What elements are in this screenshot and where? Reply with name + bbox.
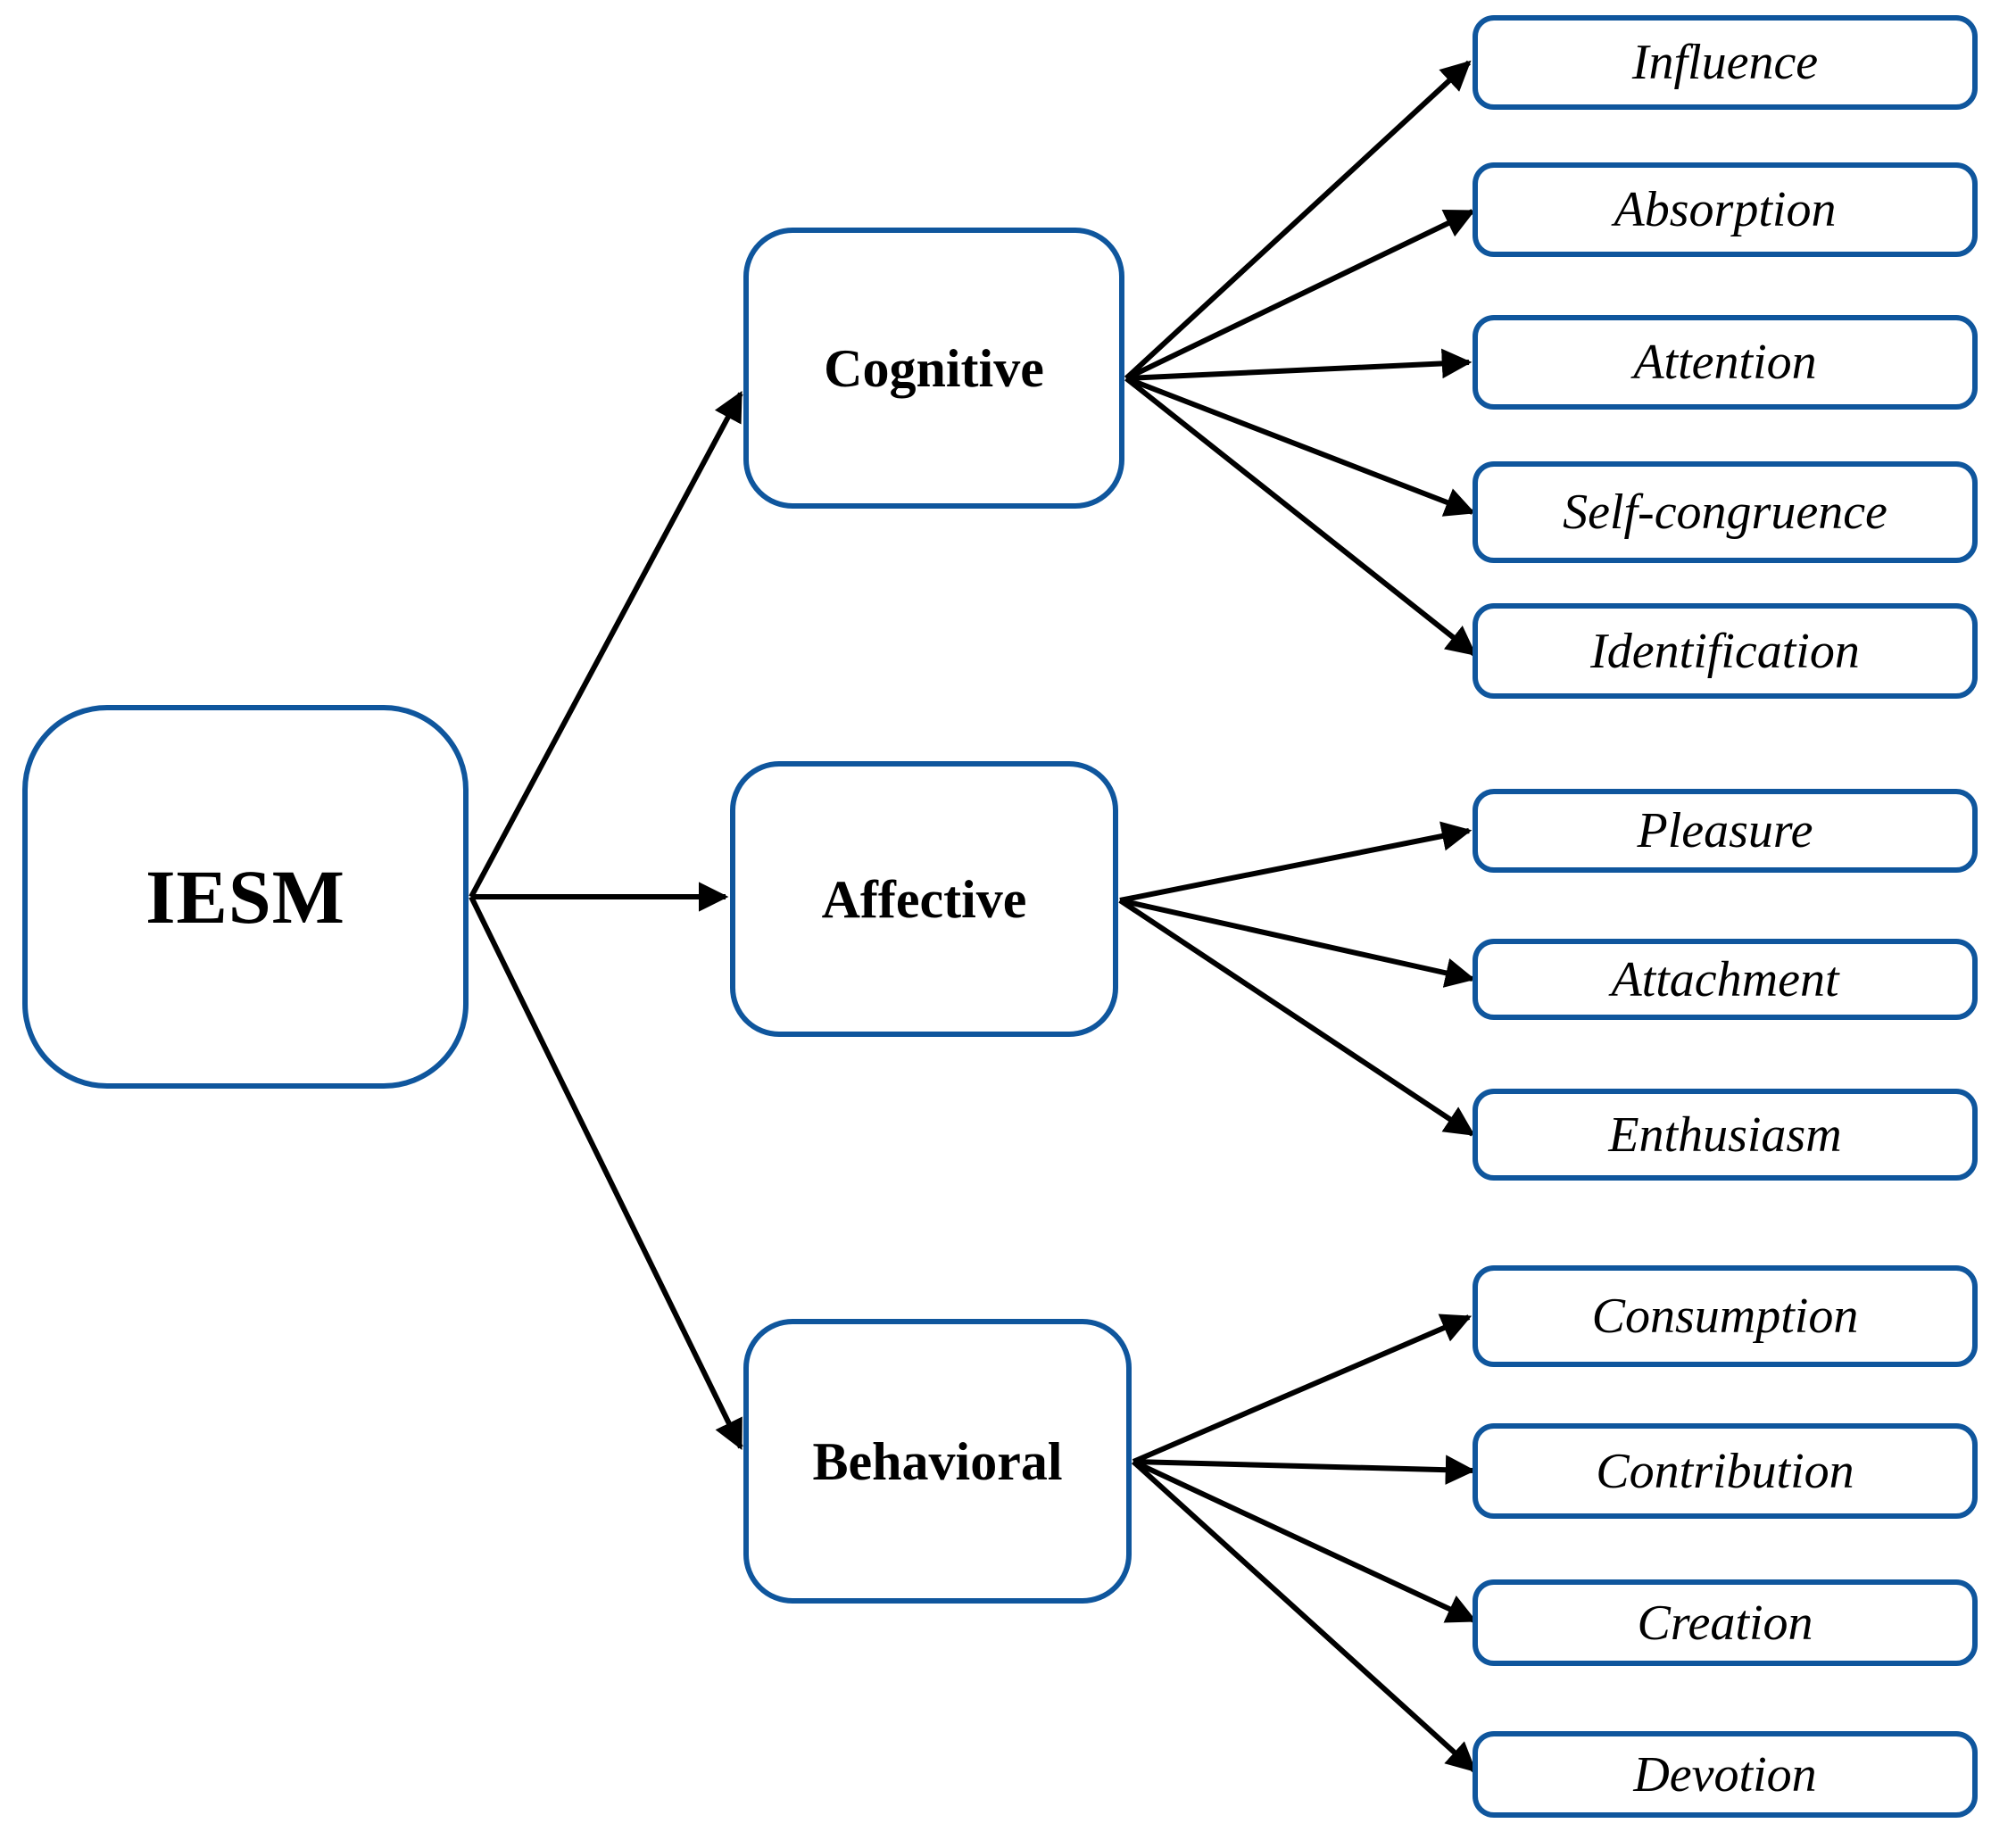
node-attachment: Attachment xyxy=(1473,939,1978,1020)
node-behavioral: Behavioral xyxy=(743,1319,1132,1604)
arrow-cognitive-influence xyxy=(1124,60,1472,381)
arrow-cognitive-self-congruence xyxy=(1124,376,1476,517)
node-cognitive: Cognitive xyxy=(743,228,1124,509)
arrow-iesm-cognitive xyxy=(469,391,743,899)
node-absorption: Absorption xyxy=(1473,162,1978,257)
arrow-behavioral-contribution xyxy=(1132,1455,1476,1485)
node-self-congruence: Self-congruence xyxy=(1473,461,1978,563)
arrow-affective-attachment xyxy=(1119,898,1476,988)
node-influence: Influence xyxy=(1473,15,1978,110)
arrow-iesm-behavioral xyxy=(469,895,743,1451)
node-affective: Affective xyxy=(730,761,1118,1037)
node-consumption: Consumption xyxy=(1473,1265,1978,1367)
arrow-behavioral-creation xyxy=(1132,1459,1478,1623)
arrow-behavioral-devotion xyxy=(1131,1459,1477,1773)
arrow-affective-enthusiasm xyxy=(1118,898,1475,1137)
arrow-cognitive-identification xyxy=(1124,376,1477,657)
arrow-affective-pleasure xyxy=(1119,821,1473,903)
node-devotion: Devotion xyxy=(1473,1731,1978,1818)
arrow-cognitive-absorption xyxy=(1124,209,1476,381)
node-creation: Creation xyxy=(1473,1579,1978,1666)
node-attention: Attention xyxy=(1473,315,1978,410)
node-identification: Identification xyxy=(1473,603,1978,699)
node-contribution: Contribution xyxy=(1473,1423,1978,1519)
arrow-behavioral-consumption xyxy=(1132,1314,1473,1464)
node-enthusiasm: Enthusiasm xyxy=(1473,1089,1978,1181)
node-pleasure: Pleasure xyxy=(1473,789,1978,873)
node-iesm: IESM xyxy=(22,705,469,1089)
arrow-cognitive-attention xyxy=(1125,348,1473,381)
